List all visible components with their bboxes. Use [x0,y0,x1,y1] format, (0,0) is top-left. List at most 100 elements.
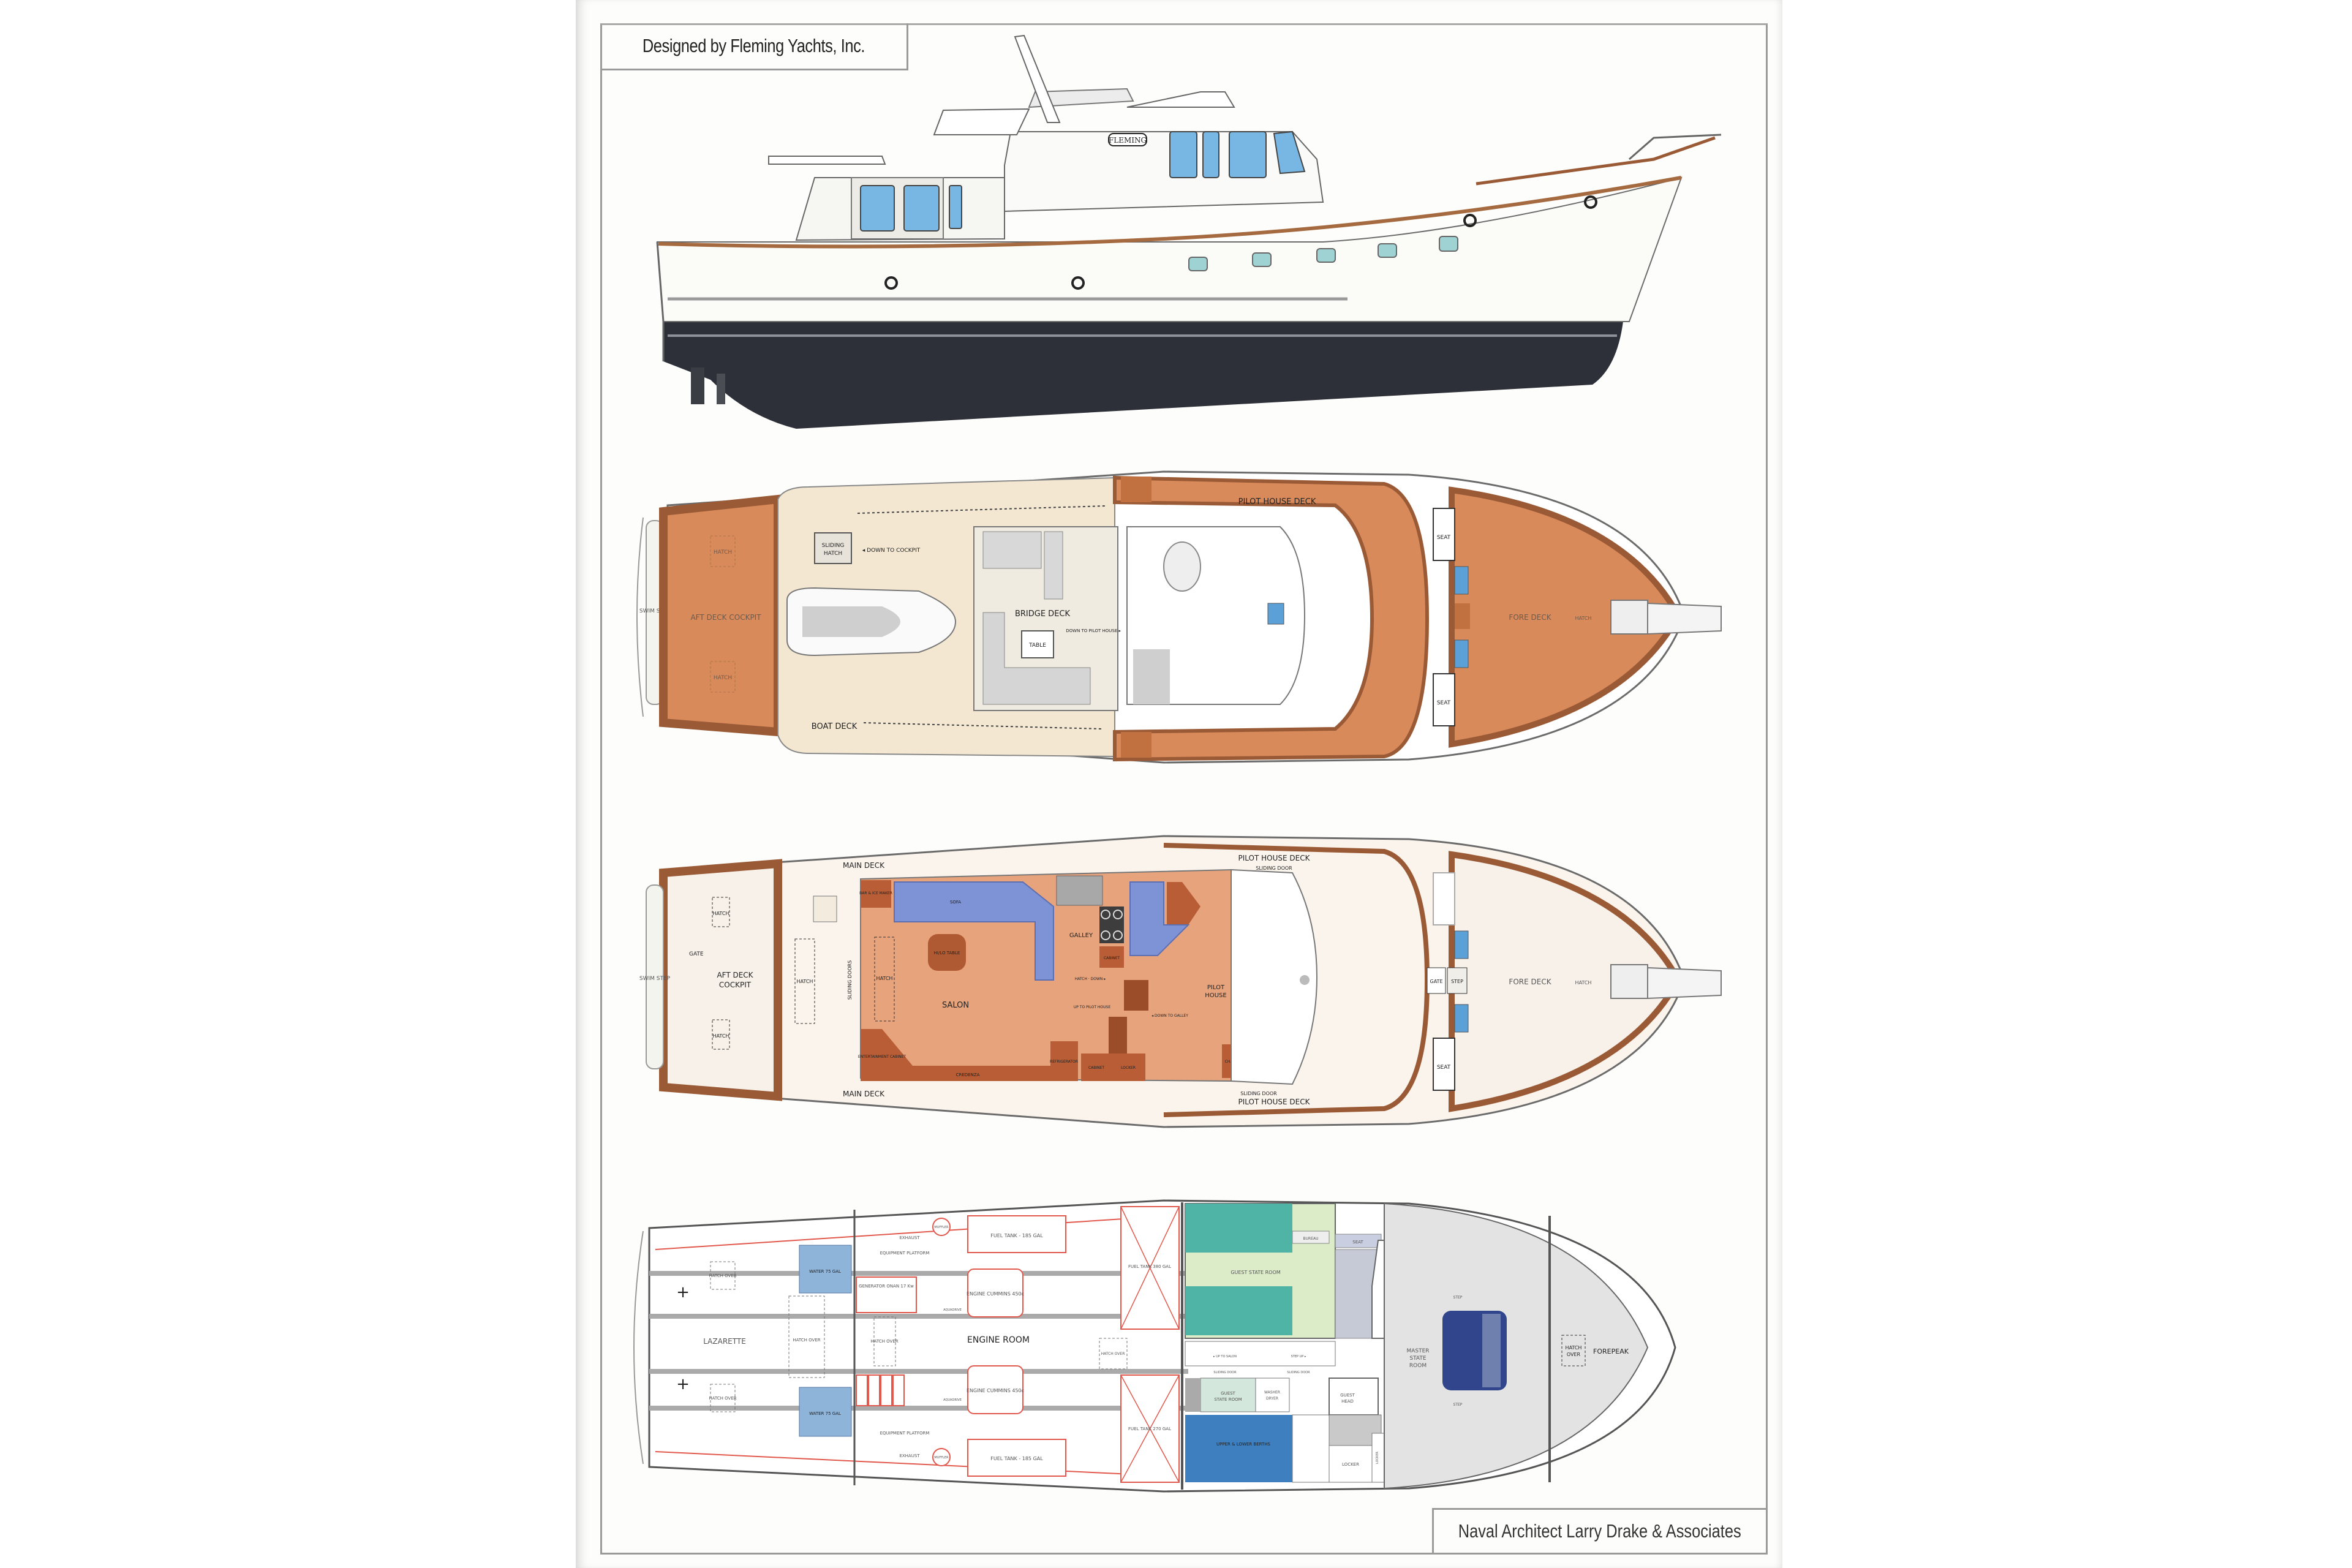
svg-text:SEAT: SEAT [1437,700,1451,706]
hull-ports [1188,236,1458,271]
svg-text:GUEST STATE ROOM: GUEST STATE ROOM [1231,1270,1280,1275]
seat-stbd [1433,673,1455,726]
sliding-hatch-aft [814,532,852,564]
svg-text:GALLEY: GALLEY [1069,932,1093,939]
svg-text:HATCH OVER: HATCH OVER [870,1339,898,1344]
svg-text:GATE: GATE [1430,979,1443,984]
svg-text:BUREAU: BUREAU [1303,1237,1319,1241]
svg-text:HATCH: HATCH [713,911,729,916]
svg-text:FUEL TANK 380 GAL: FUEL TANK 380 GAL [1128,1264,1171,1269]
svg-text:AFT DECK COCKPIT: AFT DECK COCKPIT [690,613,761,622]
portholes [884,195,1597,290]
svg-text:PILOT HOUSE DECK: PILOT HOUSE DECK [1238,1098,1311,1106]
lower-deck-plan: LAZARETTE + + HATCH OVER HATCH OVER WATE… [633,1199,1676,1493]
svg-text:HATCH: HATCH [1575,616,1592,621]
svg-text:MUFFLER: MUFFLER [934,1456,949,1460]
svg-text:+: + [676,1283,690,1302]
svg-text:+: + [676,1375,690,1393]
svg-text:UPPER & LOWER BERTHS: UPPER & LOWER BERTHS [1216,1442,1270,1447]
svg-text:SLIDING DOOR: SLIDING DOOR [1240,1091,1277,1096]
fleming-nameplate [1108,133,1147,146]
svg-text:GUEST: GUEST [1221,1391,1235,1396]
svg-text:STATE ROOM: STATE ROOM [1214,1397,1242,1402]
svg-text:HATCH: HATCH [876,976,893,981]
galley-sink [1056,875,1103,906]
svg-text:COCKPIT: COCKPIT [719,981,752,989]
svg-text:ENGINE CUMMINS 450c: ENGINE CUMMINS 450c [967,1388,1024,1393]
svg-text:HOUSE: HOUSE [1205,992,1226,999]
svg-text:LAZARETTE: LAZARETTE [703,1337,746,1346]
svg-text:WATER 75 GAL: WATER 75 GAL [809,1269,841,1274]
svg-text:HATCH: HATCH [1566,1345,1582,1351]
svg-text:HATCH: HATCH [714,549,732,556]
radar-mast [1014,34,1061,123]
seat-port [1433,508,1455,561]
svg-text:SLIDING: SLIDING [822,543,845,549]
cooktop [1099,907,1124,943]
svg-text:TABLE: TABLE [1028,643,1046,649]
water-tank-bottom [799,1387,852,1437]
svg-text:SWIM STEP: SWIM STEP [639,976,671,982]
architect-credit-box: Naval Architect Larry Drake & Associates [1432,1508,1766,1553]
svg-text:HATCH: HATCH [1575,980,1592,986]
svg-text:WASHER: WASHER [1264,1390,1280,1395]
svg-text:SLIDING DOOR: SLIDING DOOR [1213,1371,1237,1374]
svg-text:ENGINE ROOM: ENGINE ROOM [967,1335,1030,1345]
svg-text:AQUADRIVE: AQUADRIVE [943,1308,962,1312]
svg-text:DOWN TO PILOT HOUSE ▸: DOWN TO PILOT HOUSE ▸ [1066,628,1121,633]
flybridge-deck-plan: SWIM STEP AFT DECK COCKPIT HATCH HATCH S… [636,470,1722,764]
svg-text:STEP: STEP [1451,979,1463,984]
svg-text:EXHAUST: EXHAUST [899,1235,920,1240]
svg-text:HATCH: HATCH [714,675,732,681]
svg-text:SLIDING DOOR: SLIDING DOOR [1287,1371,1310,1374]
designer-credit-box: Designed by Fleming Yachts, Inc. [600,23,908,70]
svg-text:FORE DECK: FORE DECK [1509,978,1551,986]
svg-text:▸ UP TO SALON: ▸ UP TO SALON [1213,1355,1237,1359]
generator [856,1276,917,1313]
svg-text:UP TO PILOT HOUSE: UP TO PILOT HOUSE [1074,1005,1110,1009]
master-stateroom [1384,1202,1649,1490]
svg-text:HATCH OVER: HATCH OVER [1101,1352,1125,1356]
svg-text:FUEL TANK - 185 GAL: FUEL TANK - 185 GAL [990,1456,1043,1461]
profile-view: FLEMING [656,34,1722,429]
hi-lo-table [928,934,966,971]
svg-text:SEAT: SEAT [1437,535,1451,541]
swim-step [646,884,664,1069]
page-frame [600,23,1768,1555]
svg-text:FORE DECK: FORE DECK [1509,613,1551,622]
svg-text:EQUIPMENT PLATFORM: EQUIPMENT PLATFORM [880,1251,930,1256]
svg-text:GENERATOR ONAN 17 Kw: GENERATOR ONAN 17 Kw [859,1284,914,1289]
svg-text:HEAD: HEAD [1341,1399,1354,1404]
berth-2 [1185,1286,1292,1335]
svg-text:GUEST: GUEST [1340,1393,1355,1398]
svg-text:CABINET: CABINET [1088,1066,1104,1070]
bow-pulpit [1647,602,1722,635]
svg-text:HATCH: HATCH [713,1033,729,1039]
guest-head [1329,1378,1379,1415]
svg-text:FOREPEAK: FOREPEAK [1593,1348,1629,1355]
svg-text:CREDENZA: CREDENZA [956,1072,980,1077]
svg-text:BRIDGE DECK: BRIDGE DECK [1015,609,1071,619]
svg-text:MAIN DECK: MAIN DECK [843,1090,885,1098]
berth-1 [1185,1204,1292,1253]
svg-text:STEP: STEP [1453,1403,1463,1407]
fuel-tank-port [967,1215,1066,1253]
upper-lower-berths [1185,1415,1292,1482]
architect-credit: Naval Architect Larry Drake & Associates [1458,1520,1741,1542]
svg-text:DRYER: DRYER [1266,1396,1278,1401]
svg-text:SEAT: SEAT [1437,1065,1451,1071]
svg-text:FUEL TANK 270 GAL: FUEL TANK 270 GAL [1128,1427,1171,1431]
svg-text:LOCKER: LOCKER [1376,1452,1379,1464]
svg-text:◂ DOWN TO COCKPIT: ◂ DOWN TO COCKPIT [862,548,921,554]
svg-text:LOCKER: LOCKER [1121,1066,1136,1070]
engine-port [967,1268,1023,1317]
svg-text:ENGINE CUMMINS 450c: ENGINE CUMMINS 450c [967,1291,1024,1297]
svg-text:EXHAUST: EXHAUST [899,1453,920,1458]
svg-text:SLIDING DOORS: SLIDING DOORS [847,960,853,1000]
svg-text:BOAT DECK: BOAT DECK [812,722,858,731]
svg-text:PILOT HOUSE DECK: PILOT HOUSE DECK [1238,497,1316,507]
svg-text:SEAT: SEAT [1352,1240,1363,1245]
svg-text:ENTERTAINMENT CABINET: ENTERTAINMENT CABINET [858,1055,907,1059]
bridge-table [1021,630,1054,658]
svg-text:HATCH OVER: HATCH OVER [709,1396,736,1401]
